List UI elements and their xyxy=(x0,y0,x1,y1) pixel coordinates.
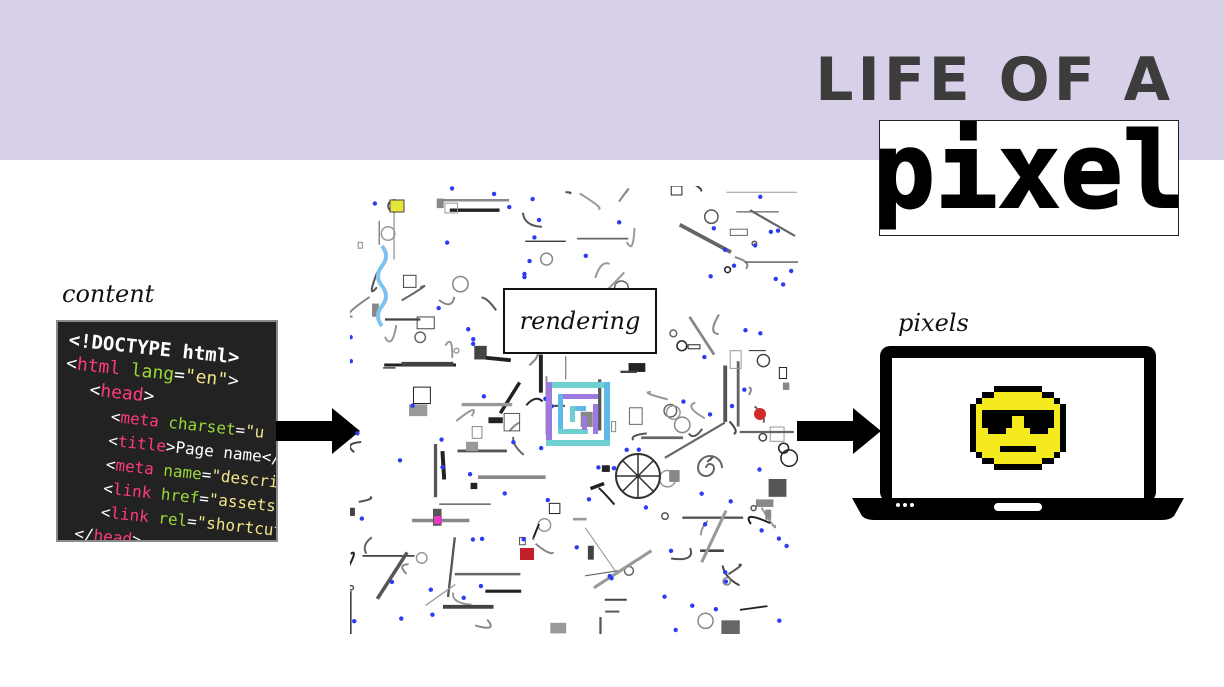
code-snippet: <!DOCTYPE html> <html lang="en"> <head> … xyxy=(56,320,278,542)
sunglasses-smiley-icon xyxy=(970,386,1066,470)
pixels-caption: pixels xyxy=(898,309,969,337)
rendering-to-pixels-arrow xyxy=(797,408,881,454)
content-to-rendering-arrow xyxy=(276,408,360,454)
pixel-title-box: pixel xyxy=(879,120,1179,236)
rendering-label: rendering xyxy=(503,288,657,354)
rendering-machine-image xyxy=(350,186,798,634)
pixel-title-text: pixel xyxy=(880,121,1178,232)
slide-title: LIFE OF A xyxy=(815,45,1174,115)
content-caption: content xyxy=(62,280,155,308)
laptop-icon xyxy=(852,346,1184,520)
